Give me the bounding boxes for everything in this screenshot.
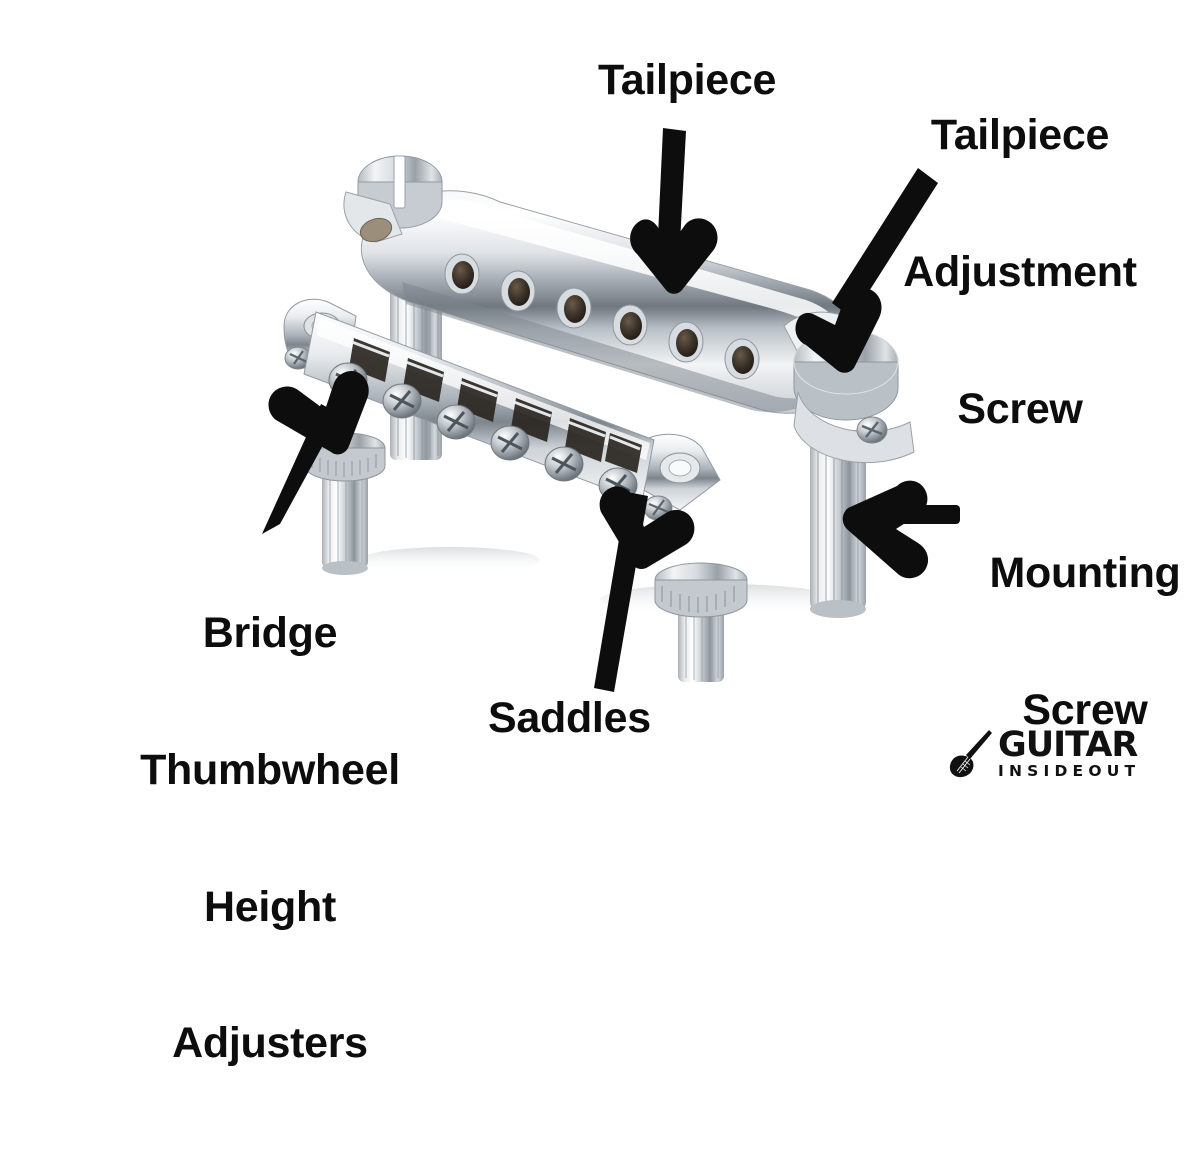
label-bridge-thumbwheel-height-adjusters: Bridge Thumbwheel Height Adjusters xyxy=(110,520,430,1158)
arrow-saddles-icon xyxy=(594,486,695,692)
arrow-bridge-thumbwheel-icon xyxy=(262,371,369,534)
label-line: Adjustment xyxy=(903,247,1137,296)
label-line: Height xyxy=(204,882,336,931)
arrow-mounting-screw-icon xyxy=(842,480,960,579)
label-tailpiece: Tailpiece xyxy=(598,56,777,104)
label-line: Mounting xyxy=(989,549,1181,598)
label-line: Bridge xyxy=(202,609,338,658)
label-line: Thumbwheel xyxy=(140,745,400,794)
label-line: Screw xyxy=(1022,685,1148,734)
brand-logo: GUITAR INSIDEOUT xyxy=(948,722,1188,786)
tailpiece-adjustment-screw-left xyxy=(343,155,443,243)
electric-guitar-icon xyxy=(949,730,992,778)
arrow-tailpiece-adjustment-screw-icon xyxy=(795,168,938,373)
arrow-tailpiece-icon xyxy=(630,128,718,294)
label-line: Tailpiece xyxy=(930,111,1110,160)
bridge-thumbwheel-right[interactable] xyxy=(654,562,748,618)
tailpiece-string-holes xyxy=(444,253,760,380)
logo-sub-text: INSIDEOUT xyxy=(998,761,1141,780)
label-mounting-screw: Mounting Screw xyxy=(955,460,1200,825)
diagram-canvas: Tailpiece Tailpiece Adjustment Screw Mou… xyxy=(140,22,1188,1066)
label-tailpiece-adjustment-screw: Tailpiece Adjustment Screw xyxy=(855,22,1185,523)
label-saddles: Saddles xyxy=(488,694,651,742)
logo-main-text: GUITAR xyxy=(998,724,1138,765)
label-line: Screw xyxy=(957,384,1083,433)
ground-shadow xyxy=(360,547,540,573)
logo-text: GUITAR INSIDEOUT xyxy=(998,724,1141,780)
label-line: Adjusters xyxy=(172,1019,368,1068)
tailpiece-post-right xyxy=(810,430,866,618)
callout-arrows xyxy=(262,128,960,692)
